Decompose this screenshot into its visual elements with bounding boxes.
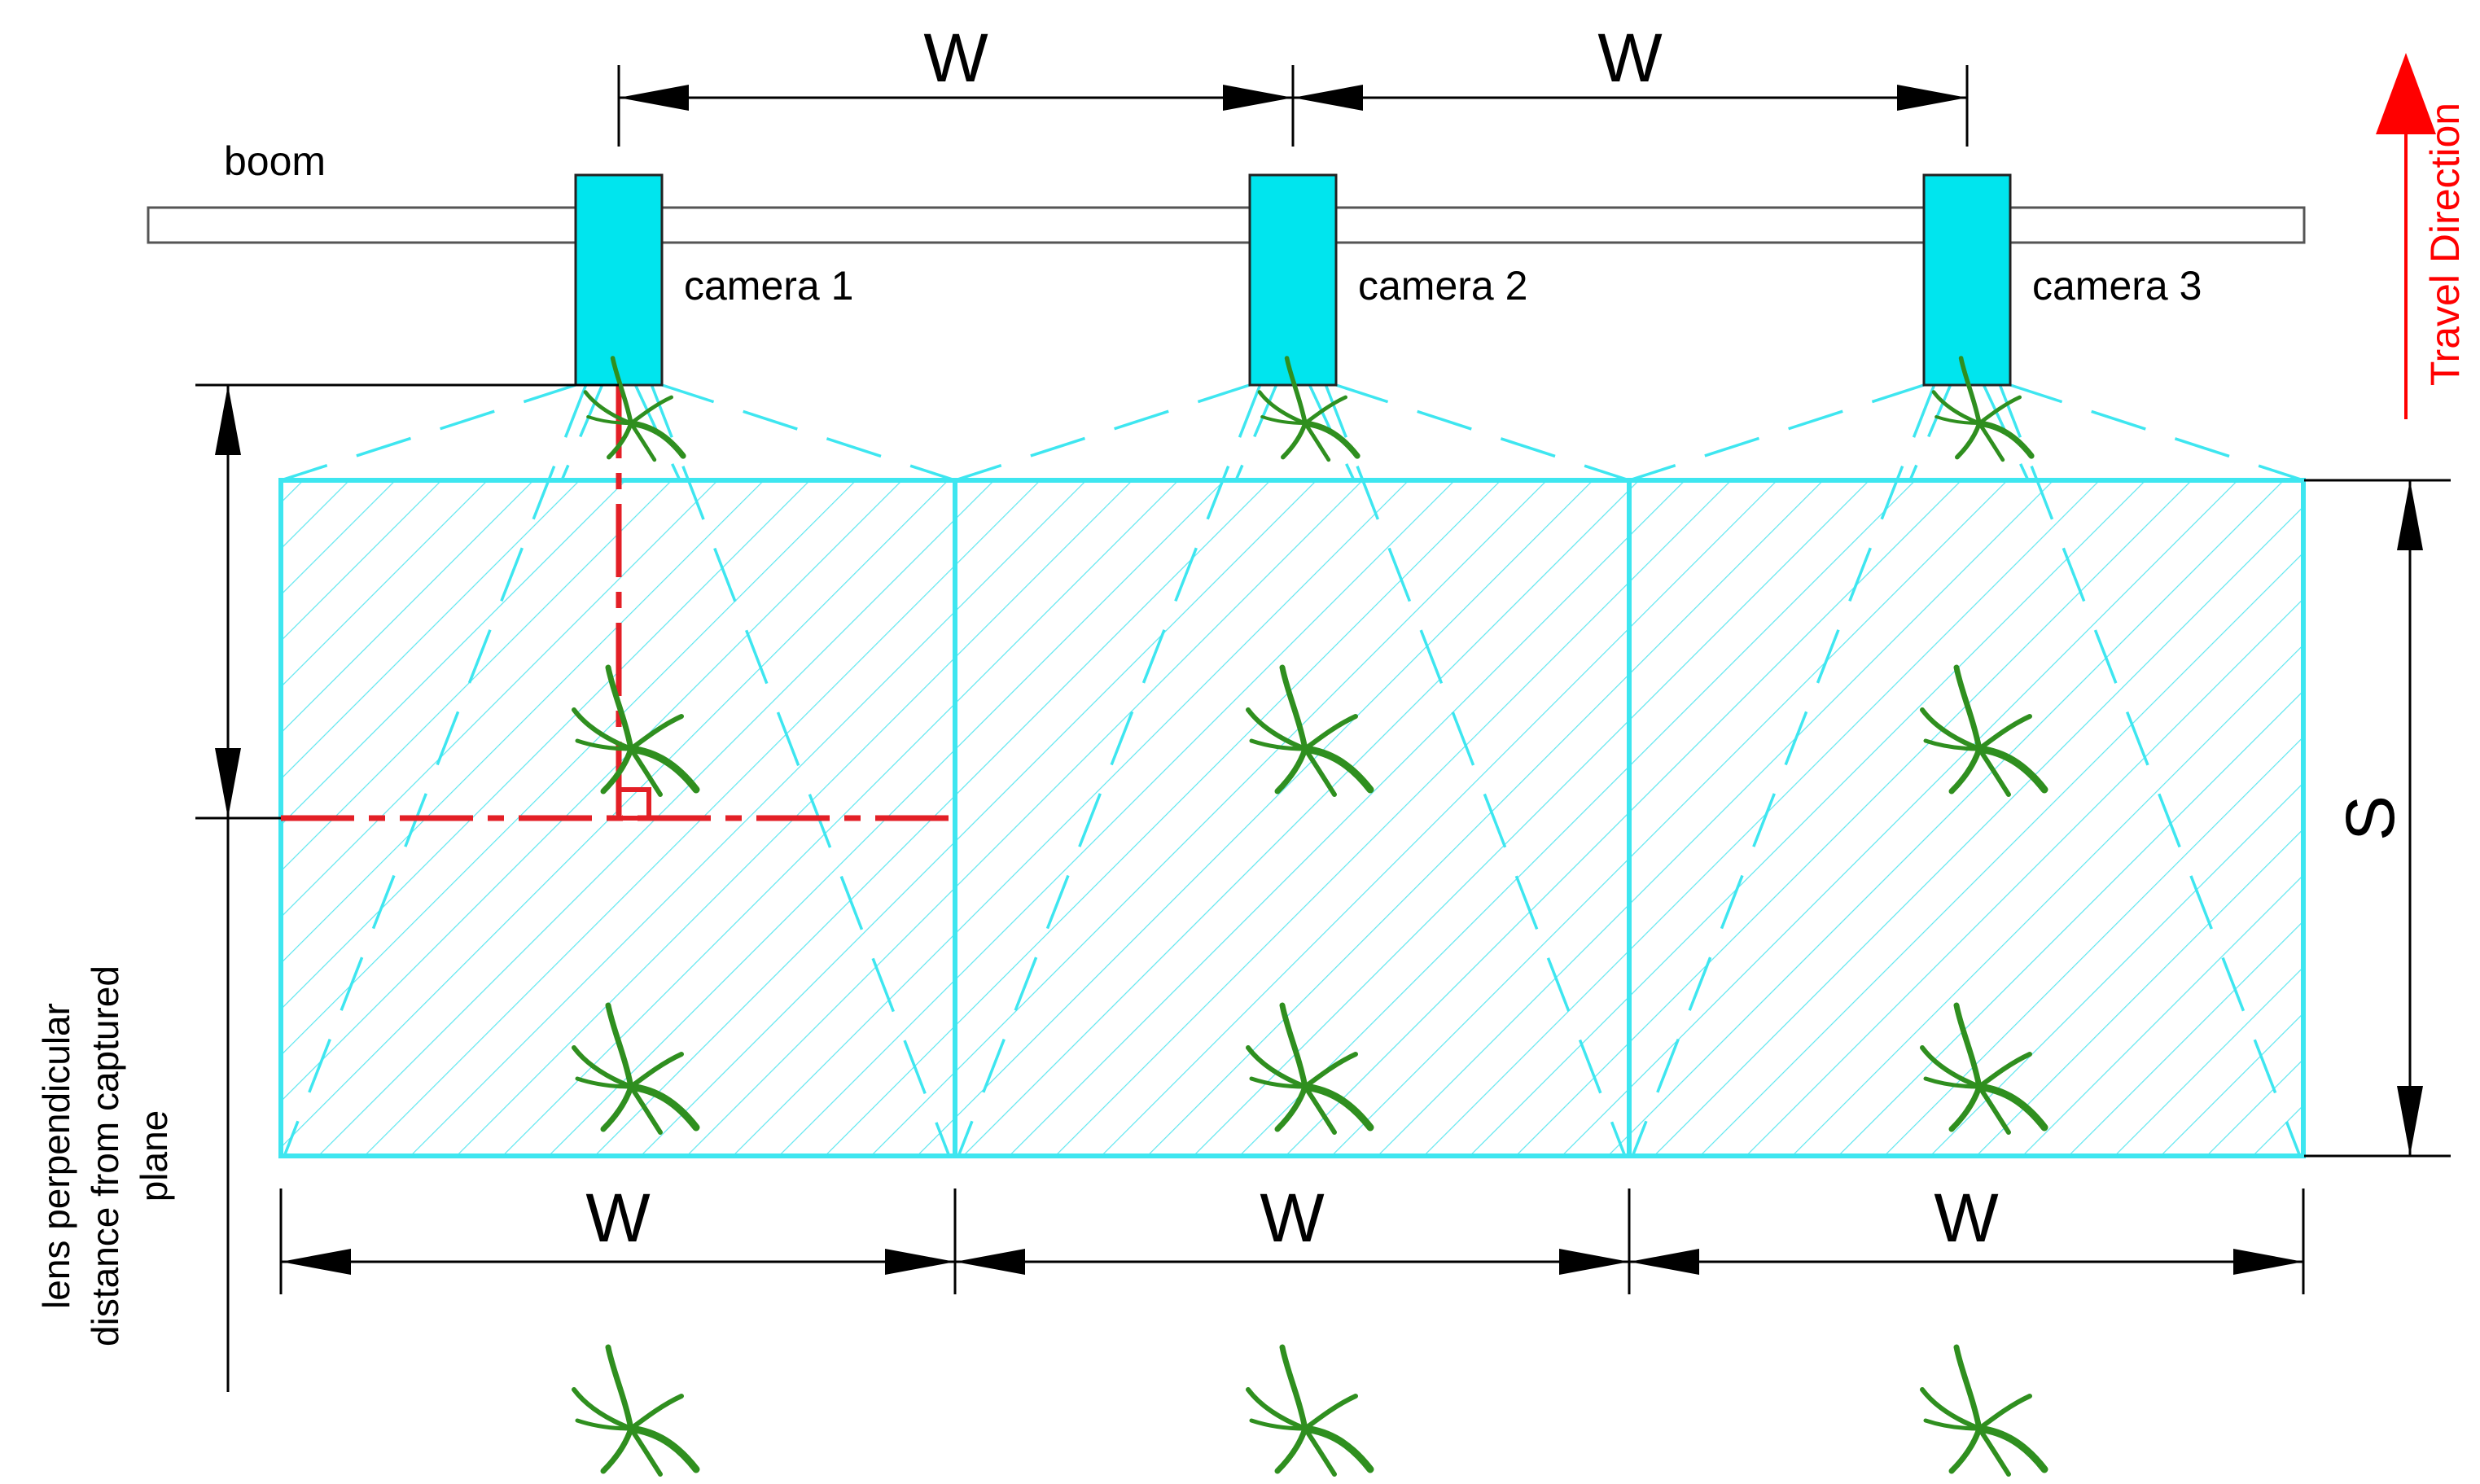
view-cones xyxy=(280,383,2304,1155)
top-dimension-w-1: W xyxy=(923,20,988,96)
camera-2 xyxy=(1248,173,1338,387)
right-angle-marker xyxy=(616,787,651,821)
plant-icon xyxy=(574,1347,696,1474)
coverage-field-2 xyxy=(953,478,1632,1158)
boom-label: boom xyxy=(224,138,326,184)
plant-icon xyxy=(1922,1347,2044,1474)
bottom-dimension-w-1: W xyxy=(585,1180,650,1256)
lens-distance-line-3: plane xyxy=(133,1110,175,1202)
camera-1 xyxy=(574,173,664,387)
camera-2-label: camera 2 xyxy=(1358,263,1527,309)
side-dimension-s: S xyxy=(2332,795,2408,841)
travel-direction-label: Travel Direction xyxy=(2422,103,2468,386)
lens-distance-label: lens perpendicular distance from capture… xyxy=(35,965,175,1346)
travel-direction: Travel Direction xyxy=(2376,53,2468,419)
lens-distance-line-2: distance from captured xyxy=(84,965,126,1346)
cameras: camera 1 camera 2 camera 3 xyxy=(574,173,2202,387)
side-dimension xyxy=(2304,479,2451,1158)
top-dimension-w-2: W xyxy=(1597,20,1662,96)
travel-direction-arrow-icon xyxy=(2376,53,2436,134)
top-dimensions xyxy=(617,65,1969,147)
bottom-dimension-w-2: W xyxy=(1260,1180,1324,1256)
plant-icon xyxy=(1248,1347,1370,1474)
bottom-dimension-w-3: W xyxy=(1934,1180,1998,1256)
camera-1-label: camera 1 xyxy=(684,263,853,309)
lens-distance-dimension xyxy=(195,383,619,1392)
camera-3 xyxy=(1922,173,2012,387)
coverage-field-3 xyxy=(1627,478,2306,1158)
lens-distance-line-1: lens perpendicular xyxy=(35,1003,77,1309)
camera-3-label: camera 3 xyxy=(2032,263,2202,309)
bottom-dimensions xyxy=(279,1189,2305,1294)
